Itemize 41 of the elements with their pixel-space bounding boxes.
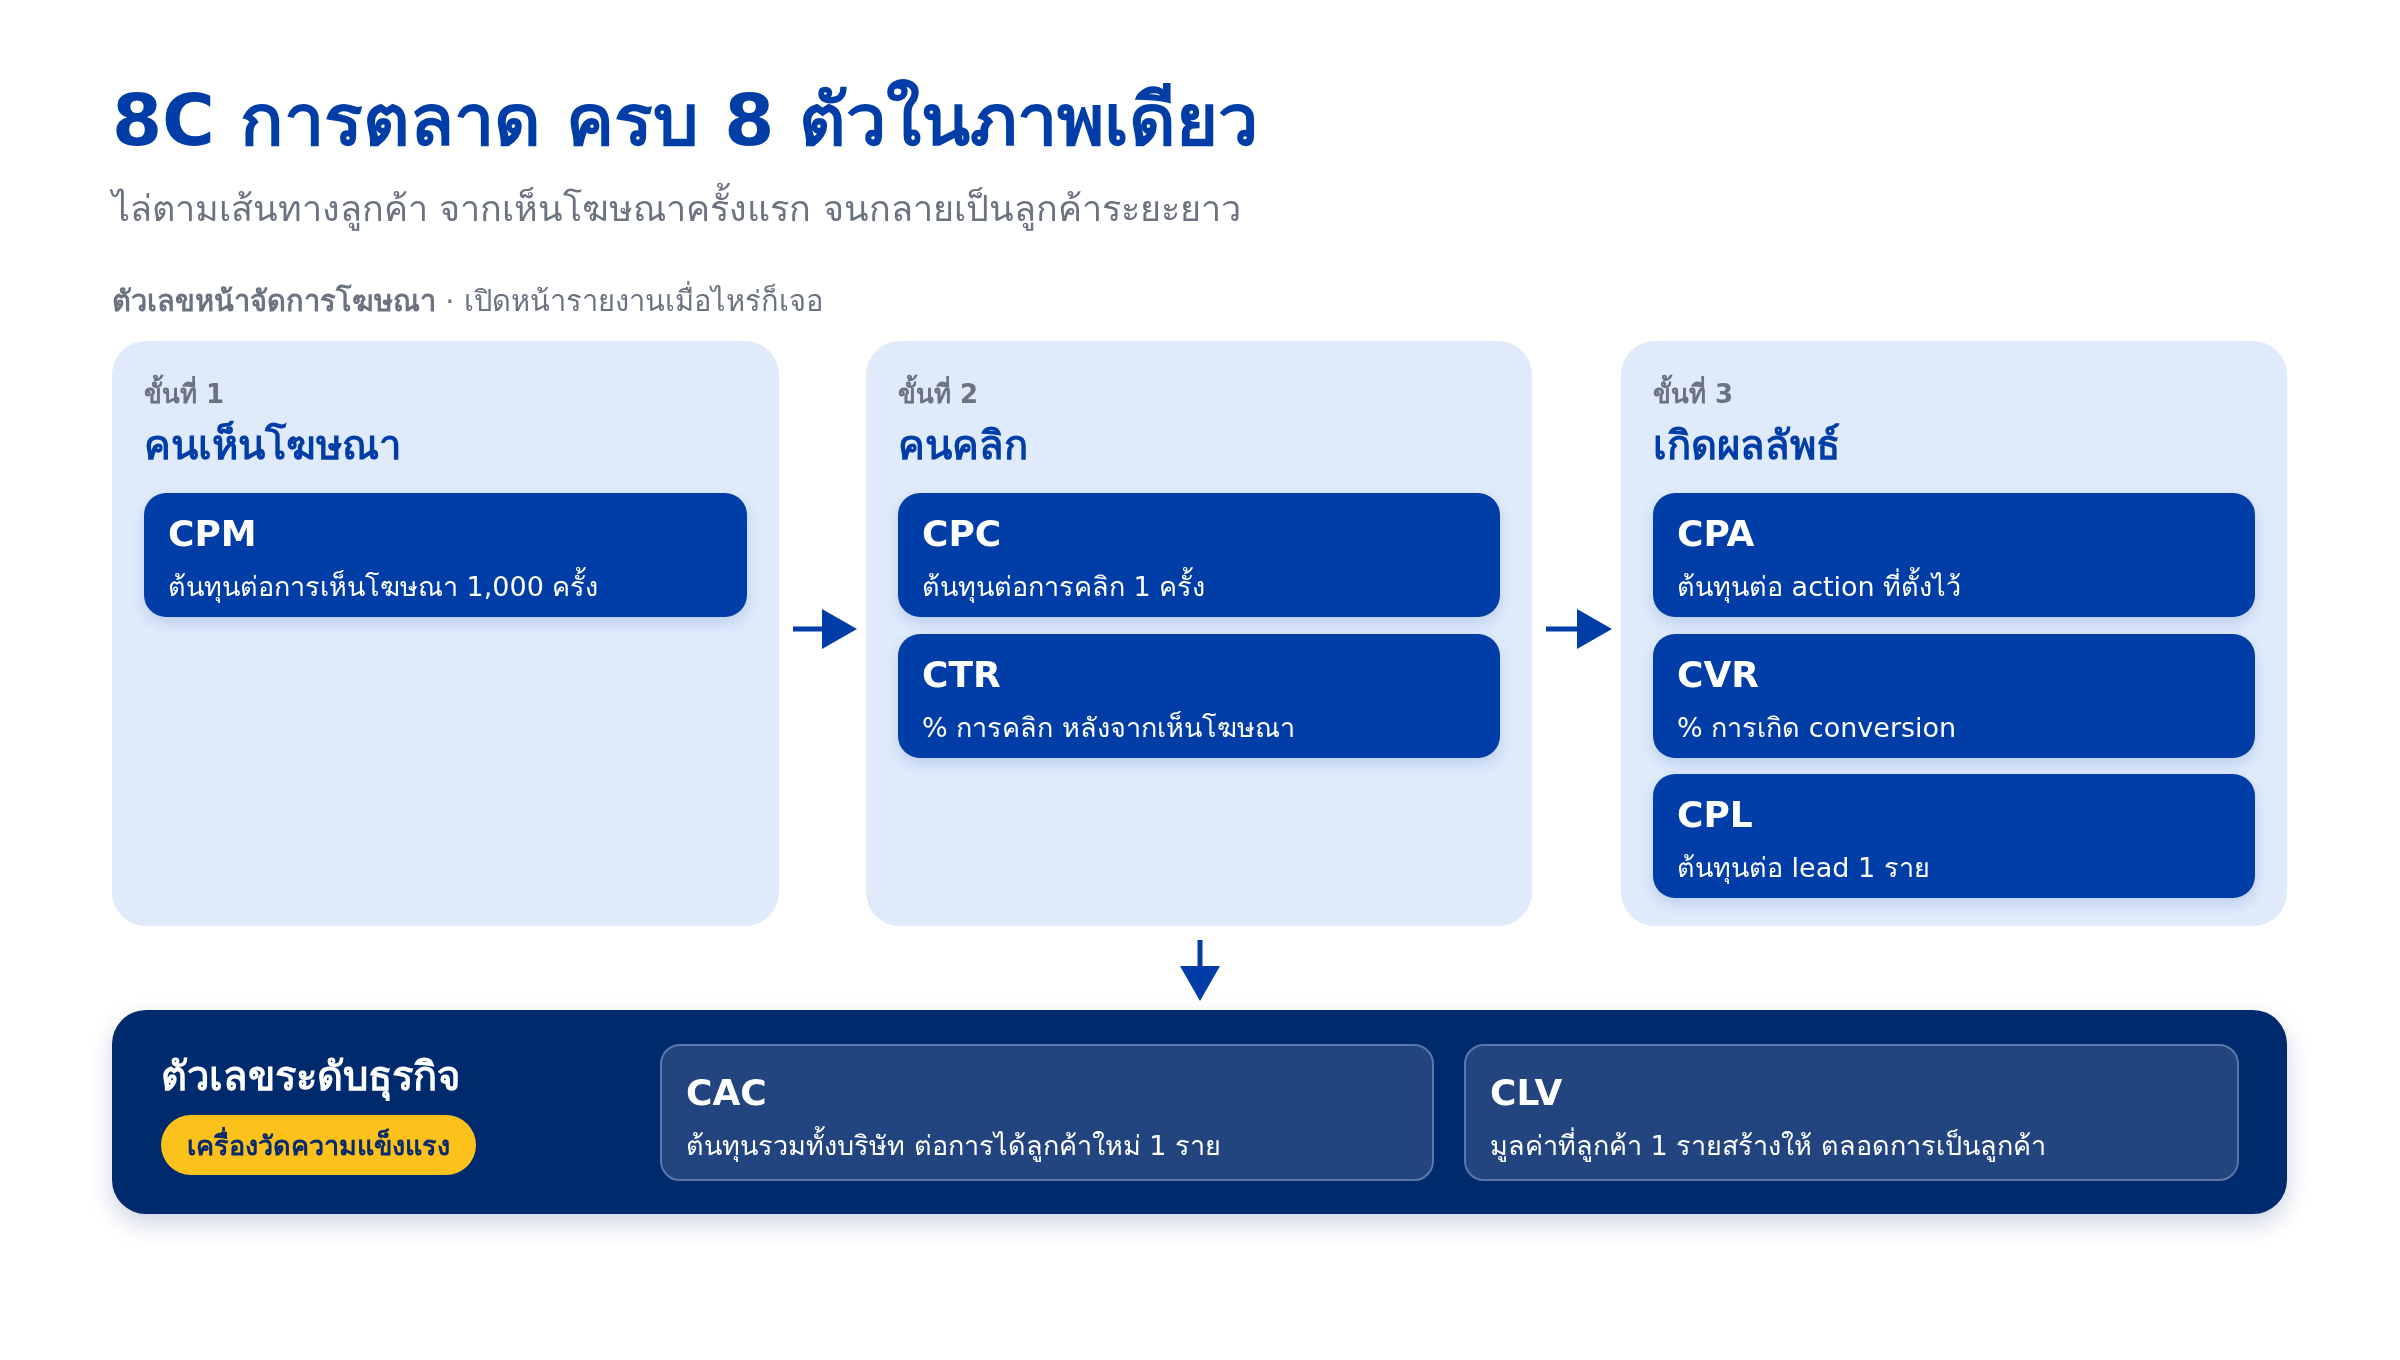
metric-name: CPL <box>1677 794 1753 835</box>
stage-panel <box>1621 341 2287 926</box>
metric-card <box>1653 774 2255 898</box>
metric-card <box>1653 493 2255 617</box>
metric-name: CVR <box>1677 654 1759 695</box>
metric-card <box>660 1044 1434 1181</box>
metric-name: CPC <box>922 513 1002 554</box>
step-label: ขั้นที่ 3 <box>1653 373 1734 414</box>
metric-description: ต้นทุนต่อ action ที่ตั้งไว้ <box>1677 565 1962 608</box>
stage-panel <box>866 341 1532 926</box>
metric-description: ต้นทุนต่อการคลิก 1 ครั้ง <box>922 565 1206 608</box>
section-note: ตัวเลขหน้าจัดการโฆษณา · เปิดหน้ารายงานเมื่อไหร่ก็เจอ <box>112 278 823 324</box>
stage-heading: คนเห็นโฆษณา <box>144 419 401 470</box>
arrow <box>1546 609 1612 649</box>
stage-panel <box>112 341 779 926</box>
title: 8C การตลาด ครบ 8 ตัวในภาพเดียว <box>112 77 1259 164</box>
metric-card <box>1653 634 2255 758</box>
metric-name: CAC <box>686 1072 767 1113</box>
metric-description: มูลค่าที่ลูกค้า 1 รายสร้างให้ ตลอดการเป็นลูกค้า <box>1490 1124 2046 1167</box>
business-panel <box>112 1010 2287 1214</box>
metric-name: CPM <box>168 513 257 554</box>
metric-description: ต้นทุนต่อ lead 1 ราย <box>1677 851 1930 886</box>
arrow <box>793 609 857 649</box>
metric-card <box>898 634 1500 758</box>
metric-description: % การคลิก หลังจากเห็นโฆษณา <box>922 710 1295 745</box>
arrow <box>1180 940 1220 1001</box>
metric-description: ต้นทุนต่อการเห็นโฆษณา 1,000 ครั้ง <box>168 565 599 608</box>
badge-pill: เครื่องวัดความแข็งแรง <box>161 1115 476 1175</box>
step-label: ขั้นที่ 2 <box>898 373 979 414</box>
metric-description: % การเกิด conversion <box>1677 711 1957 745</box>
metric-card <box>144 493 747 617</box>
step-label: ขั้นที่ 1 <box>144 373 225 414</box>
metric-card <box>1464 1044 2239 1181</box>
metric-description: ต้นทุนรวมทั้งบริษัท ต่อการได้ลูกค้าใหม่ 1 ราย <box>686 1124 1221 1167</box>
metric-card <box>898 493 1500 617</box>
metric-name: CTR <box>922 654 1001 695</box>
stage-heading: เกิดผลลัพธ์ <box>1653 421 1840 470</box>
metric-name: CLV <box>1490 1072 1563 1113</box>
panel-heading: ตัวเลขระดับธุรกิจ <box>161 1052 460 1103</box>
metric-name: CPA <box>1677 513 1755 554</box>
stage-heading: คนคลิก <box>898 421 1028 470</box>
